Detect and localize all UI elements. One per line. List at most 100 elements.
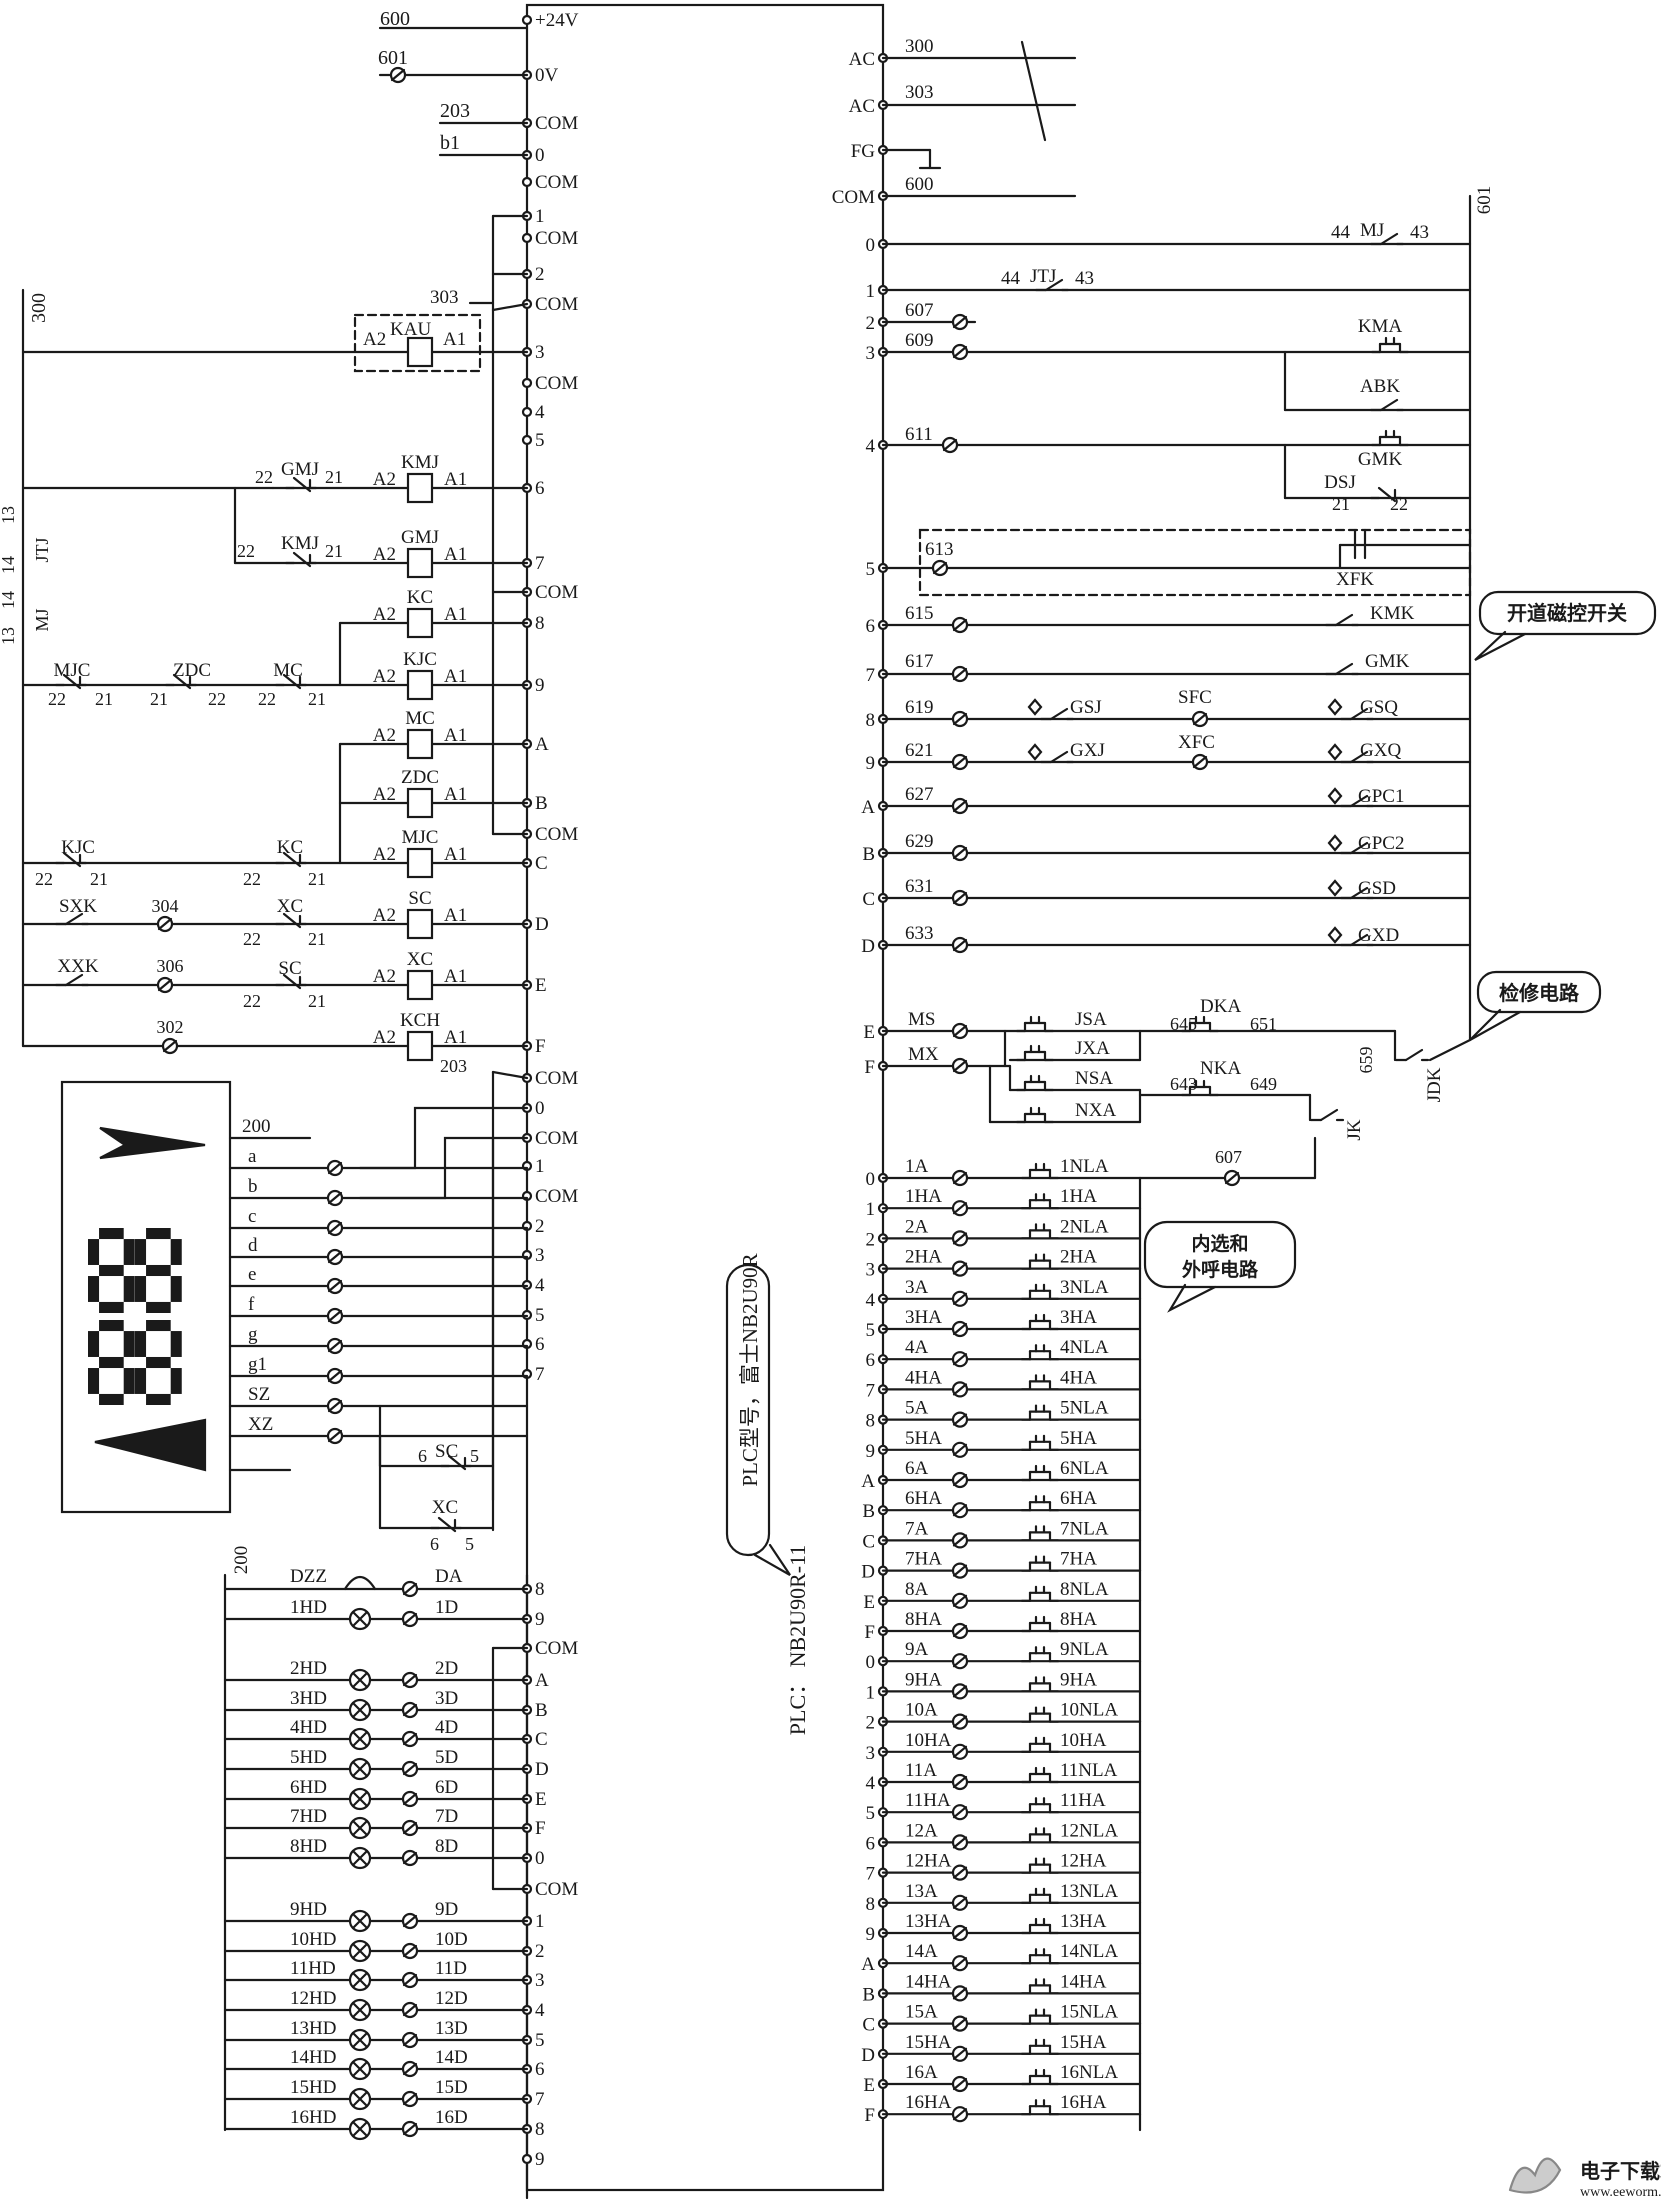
lamp-icon (348, 2057, 372, 2081)
wire-number: 649 (1250, 1074, 1277, 1094)
terminal-fuse-icon (951, 2015, 969, 2032)
call-button-label: 7HA (1060, 1549, 1097, 1570)
push-button-icon (1020, 2008, 1060, 2025)
terminal-fuse-icon (951, 710, 969, 728)
wire-number: 303 (905, 82, 934, 103)
no-contact-icon (1034, 278, 1070, 292)
call-button-label: 11HA (1060, 1790, 1106, 1811)
push-button-icon (1020, 1615, 1060, 1633)
no-contact-icon (54, 912, 90, 926)
terminal-fuse-icon (326, 1427, 344, 1445)
contact-pin: 5 (465, 1534, 474, 1554)
contact-label: JTJ (1030, 266, 1056, 287)
plc-left-terminal-label: 5 (535, 1305, 545, 1326)
terminal-fuse-icon (326, 1367, 344, 1385)
lamp-label: 3HD (290, 1688, 327, 1709)
plc-left-terminal-label: COM (535, 824, 578, 845)
plc-right-terminal-label: AC (849, 96, 875, 117)
lamp-label: 16HD (290, 2107, 336, 2128)
plc-terminal (521, 406, 533, 418)
plc-left-terminal-label: 6 (535, 2059, 545, 2080)
plc-terminal (521, 14, 533, 26)
terminal-fuse-icon (951, 1290, 969, 1307)
terminal-fuse-icon (401, 2060, 419, 2078)
nc-contact-icon (54, 673, 88, 690)
coil-terminal-label: A1 (444, 725, 467, 746)
up-arrow-icon (99, 1126, 206, 1160)
push-button-icon (1020, 1585, 1060, 1602)
plc-left-terminal-label: F (535, 1036, 546, 1057)
coil-label: KCH (400, 1010, 440, 1031)
plc-left-terminal-label: C (535, 853, 548, 874)
plc-model-callout: PLC型号，富士NB2U90R (738, 1253, 762, 1486)
contact-label: KC (277, 837, 303, 858)
plc-right-terminal-label: 9 (866, 1924, 876, 1945)
plc-right-terminal-label: 0 (866, 235, 876, 256)
contact-label: SC (435, 1441, 458, 1462)
terminal-fuse-icon (951, 1260, 969, 1277)
plc-left-terminal-label: COM (535, 1638, 578, 1659)
terminal-fuse-icon (326, 1307, 344, 1325)
call-button-label: 4HA (1060, 1367, 1097, 1388)
no-contact-icon (1339, 933, 1375, 947)
plc-left-terminal-label: 0 (535, 1848, 545, 1869)
lamp-wire-label: 16D (435, 2107, 468, 2128)
plc-left-terminal-label: 4 (535, 402, 545, 423)
plc-terminal (521, 2153, 533, 2165)
plc-left-terminal-label: 8 (535, 1579, 545, 1600)
terminal-fuse-icon (951, 1411, 969, 1428)
kau-coil-icon (406, 336, 434, 368)
no-contact-icon (1309, 1108, 1345, 1122)
wire-number: 607 (905, 300, 934, 321)
switch-label: GPC2 (1358, 833, 1404, 854)
lamp-label: 11HD (290, 1958, 336, 1979)
plc-left-terminal-label: 9 (535, 2149, 545, 2170)
coil-label: ZDC (401, 767, 439, 788)
wire-number: 304 (152, 896, 179, 916)
call-wire-label: 16HA (905, 2092, 952, 2113)
terminal-fuse-icon (951, 313, 969, 331)
no-contact-icon (1339, 750, 1375, 764)
plc-left-terminal-label: COM (535, 1128, 578, 1149)
contact-label: MJC (54, 660, 91, 681)
contact-pin: 22 (258, 689, 276, 709)
plc-left-terminal-label: 2 (535, 1216, 545, 1237)
contact-pin: 43 (1410, 222, 1429, 243)
watermark-text: 电子下载站 (1580, 2159, 1661, 2183)
lamp-label: 10HD (290, 1929, 336, 1950)
terminal-fuse-icon (951, 1441, 969, 1458)
call-button-label: 12HA (1060, 1851, 1107, 1872)
switch-label: KMA (1358, 316, 1403, 337)
push-button-icon (1020, 1193, 1060, 1210)
push-button-icon (1020, 1555, 1060, 1572)
switch-label: ABK (1360, 376, 1400, 397)
contact-pin: 21 (325, 467, 343, 487)
coil-label: GMJ (401, 527, 439, 548)
seg-a-route (358, 1106, 529, 1170)
terminal-fuse-icon (951, 1320, 969, 1338)
no-contact-icon (1039, 750, 1075, 764)
call-button-label: 14HA (1060, 1971, 1107, 1992)
magnetic-switch-icon (1027, 743, 1043, 761)
terminal-fuse-icon (951, 2106, 969, 2123)
call-button-label: 16NLA (1060, 2062, 1118, 2083)
plc-right-terminal-label: 5 (866, 1320, 876, 1341)
no-contact-icon (1394, 1048, 1430, 1062)
plc-right-terminal-label: 7 (866, 1380, 876, 1401)
lamp-label: 13HD (290, 2018, 336, 2039)
push-button-icon (1020, 1253, 1060, 1270)
push-button-icon (1020, 1887, 1060, 1904)
terminal-fuse-icon (951, 844, 969, 862)
wire-number: 611 (905, 424, 933, 445)
call-button-label: 2NLA (1060, 1216, 1109, 1237)
push-button-icon (1020, 1646, 1060, 1663)
coil-terminal-label: A2 (363, 329, 386, 350)
switch-label: NKA (1200, 1058, 1241, 1079)
push-button-icon (1020, 1404, 1060, 1421)
no-contact-icon (1339, 707, 1375, 721)
switch-label: NXA (1075, 1100, 1116, 1121)
plc-left-terminal-label: D (535, 914, 549, 935)
call-button-label: 8NLA (1060, 1579, 1109, 1600)
lamp-wire-label: 10D (435, 1929, 468, 1950)
